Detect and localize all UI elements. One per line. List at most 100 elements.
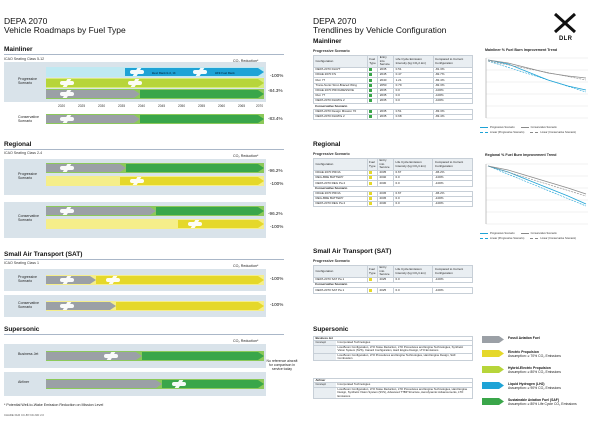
supersonic-airliner-head: Airliner <box>315 378 326 382</box>
reg-col-config: Configuration <box>313 158 368 171</box>
year-2025: 2025 <box>78 104 86 108</box>
trend-main-title: Mainliner % Fuel Burn Improvement Trend <box>485 48 558 52</box>
fuel-swatch-icon <box>369 84 373 87</box>
trend-main-prog-linear <box>487 60 587 93</box>
legend-progressive: Progressive Scenario <box>480 126 515 129</box>
mainliner-table: Configuration Fuel Type Entry into Servi… <box>313 55 473 120</box>
trend-reg-title: Regional % Fuel Burn Improvement Trend <box>485 153 557 157</box>
fuel-swatch-icon <box>369 181 373 185</box>
col-config: Configuration <box>313 55 368 68</box>
dlr-logo: DLR <box>545 12 585 46</box>
trend-reg-prog-linear <box>487 165 587 207</box>
regional-rule <box>4 149 284 150</box>
fuel-swatch-icon <box>369 202 373 206</box>
col-fuel: Fuel Type <box>366 55 379 68</box>
fuel-name: Electric Propulsion <box>508 350 539 354</box>
sat-conservative-label: Conservative Scenario <box>18 301 39 310</box>
trend-main-conservative-line <box>487 59 587 79</box>
fuel-cell <box>366 201 378 208</box>
mainliner-fossil-arrow <box>46 90 140 98</box>
r-regional-title: Regional <box>313 141 341 148</box>
sat-electric-arrow <box>96 276 264 284</box>
supersonic-business-label: Business Jet <box>18 352 39 356</box>
fuel-swatch-icon <box>369 278 372 282</box>
co2-header: CO₂ Reduction* <box>233 59 259 63</box>
sat-value-2: -100% <box>270 302 284 307</box>
regional-table: Configuration Fuel Type Entry into Servi… <box>313 158 473 208</box>
supersonic-note: No reference aircraft for comparison in … <box>266 359 298 371</box>
concept-cell <box>314 387 336 399</box>
sat-col-fuel: Fuel Type <box>366 265 378 278</box>
supersonic-title: Supersonic <box>4 326 40 333</box>
sat-col-config: Configuration <box>313 265 368 278</box>
mainliner-value-3: -83.4% <box>268 116 283 121</box>
mainliner-table-header: Configuration Fuel Type Entry into Servi… <box>313 55 473 68</box>
fuel-swatch-icon <box>369 176 373 180</box>
technologies-cell: Low-Boom Configuration, LTO Noise Reduct… <box>337 344 464 353</box>
supersonic-airliner-table: Airliner Concept Incorporated Technologi… <box>313 378 473 400</box>
compared-cell: -100% <box>432 287 473 294</box>
regional-cons-electric-lane <box>46 219 264 229</box>
col-entry: Entry into Service <box>377 55 395 68</box>
regional-aircraft-2 <box>130 179 144 183</box>
fuel-desc: Assumption: ≥ 90% CO₂ Emissions <box>508 386 561 390</box>
fuel-name: Liquid Hydrogen (LH2) <box>508 382 545 386</box>
entry-cell: 2035 <box>377 113 395 120</box>
sat-title: Small Air Transport (SAT) <box>4 251 83 258</box>
regional-table-header: Configuration Fuel Type Entry into Servi… <box>313 158 473 171</box>
trend-reg-conservative-line <box>487 165 587 195</box>
regional-conservative-label: Conservative Scenario <box>18 214 39 223</box>
sat-rule <box>4 259 284 260</box>
mainliner-saf-arrow <box>140 90 264 98</box>
regional-aircraft-3 <box>60 209 74 213</box>
r-sat-progressive: Progressive Scenario <box>313 259 350 263</box>
r-mainliner-title: Mainliner <box>313 38 342 45</box>
year-2065: 2065 <box>238 104 246 108</box>
trend-main-chart <box>478 54 590 124</box>
sat-progressive-label: Progressive Scenario <box>18 275 37 284</box>
supersonic-airliner-row-1: Low-Boom Configuration, LTO Noise Reduct… <box>314 386 472 399</box>
mainliner-subtitle: ICAO Seating Class 5-12 <box>4 57 45 61</box>
fuel-cell <box>366 113 379 120</box>
sat-col-entry: Entry into Service <box>377 265 394 278</box>
mainliner-value-1: -100% <box>270 73 284 78</box>
sat-table: Configuration Fuel Type Entry into Servi… <box>313 265 473 294</box>
regional-value-1: -96.2% <box>268 168 283 173</box>
entry-cell: 2030 <box>377 201 394 208</box>
r-regional-progressive: Progressive Scenario <box>313 152 350 156</box>
reg-col-intensity: Life Cycle Emission Intensity (kg CO₂/t·… <box>392 158 434 171</box>
regional-cons-electric-arrow <box>178 220 264 228</box>
fossil-arrow-icon <box>482 336 504 343</box>
sat-aircraft-2 <box>106 278 120 282</box>
intensity-cell: 0.0 <box>392 201 434 208</box>
trend-main-legend: Progressive Scenario Conservative Scenar… <box>480 126 598 134</box>
r-supersonic-title: Supersonic <box>313 326 349 333</box>
regional-cons-fossil-arrow <box>46 207 156 215</box>
col-intensity: Life Cycle Emission Intensity (kg CO₂/t·… <box>393 55 434 68</box>
fuel-swatch-icon <box>369 94 373 98</box>
fuel-name: Hybrid-Electric Propulsion <box>508 366 551 370</box>
col-compared: Compared to Current Configuration <box>432 55 473 68</box>
year-2030: 2030 <box>98 104 106 108</box>
year-2060: 2060 <box>218 104 226 108</box>
fuel-legend-lh2: Liquid Hydrogen (LH2)Assumption: ≥ 90% C… <box>482 382 561 390</box>
legend-linear-conservative: Linear (Conservative Scenario) <box>530 131 576 134</box>
technologies-cell: Low-Boom Configuration, LTO Procedures a… <box>337 352 456 361</box>
fuel-swatch-icon <box>369 288 372 292</box>
fuel-swatch-icon <box>369 110 373 113</box>
supersonic-business-row-1: Low-Boom Configuration, LTO Noise Reduct… <box>314 344 472 353</box>
regional-value-4: -100% <box>270 224 284 229</box>
fuel-legend-saf: Sustainable Aviation Fuel (SAF)Assumptio… <box>482 398 577 406</box>
trend-main-progressive-line <box>487 59 587 91</box>
fuel-swatch-icon <box>369 99 373 103</box>
regional-value-2: -100% <box>270 181 284 186</box>
fuel-swatch-icon <box>369 171 373 175</box>
trend-main-grid <box>486 57 588 119</box>
regional-subtitle: ICAO Seating Class 2-4 <box>4 151 43 155</box>
sat-col-intensity: Life Cycle Emission Intensity (kg CO₂/t·… <box>392 265 434 278</box>
